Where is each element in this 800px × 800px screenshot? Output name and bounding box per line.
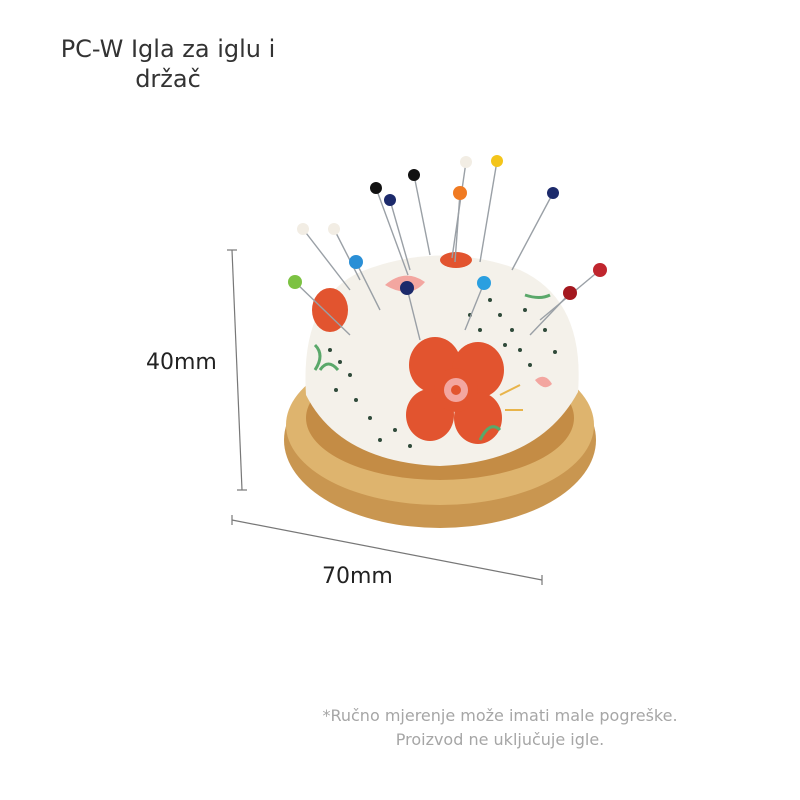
height-dimension-line (227, 249, 247, 491)
disclaimer-line-1: *Ručno mjerenje može imati male pogreške… (322, 706, 678, 725)
flower-print (312, 252, 552, 444)
product-title: PC-W Igla za iglu i držač (48, 34, 288, 94)
pin-cushion (305, 252, 579, 466)
sewing-pins (294, 160, 601, 341)
width-dimension-line (231, 515, 543, 585)
product-title-line-2: držač (135, 65, 201, 93)
product-title-line-1: PC-W Igla za iglu i (60, 35, 276, 63)
disclaimer-note: *Ručno mjerenje može imati male pogreške… (270, 704, 730, 752)
height-dimension-label: 40mm (146, 350, 217, 375)
disclaimer-line-2: Proizvod ne uključuje igle. (395, 730, 605, 749)
pin-heads (288, 155, 607, 300)
width-dimension-label: 70mm (322, 564, 393, 589)
